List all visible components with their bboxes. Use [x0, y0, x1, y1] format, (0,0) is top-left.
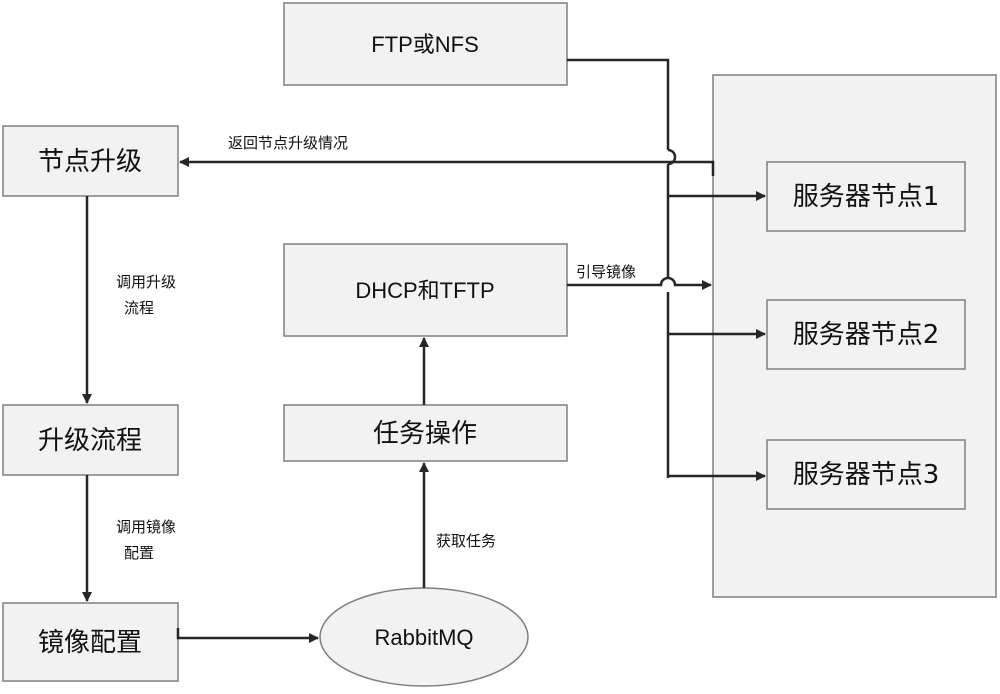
ftp-nfs-label: FTP或NFS	[371, 32, 479, 57]
server-node-2-label: 服务器节点2	[793, 320, 940, 350]
rabbitmq-ellipse: RabbitMQ	[319, 587, 529, 687]
rabbitmq-label: RabbitMQ	[374, 625, 473, 650]
task-operation-box: 任务操作	[283, 404, 568, 462]
node-upgrade-label: 节点升级	[38, 147, 142, 177]
ftp-nfs-box: FTP或NFS	[283, 2, 568, 86]
server-node-3-label: 服务器节点3	[793, 460, 940, 490]
image-config-box: 镜像配置	[2, 602, 179, 682]
server-node-1-box: 服务器节点1	[766, 161, 966, 232]
call-image-label-1: 调用镜像	[116, 518, 176, 536]
return-status-label: 返回节点升级情况	[228, 134, 348, 152]
server-node-1-label: 服务器节点1	[793, 182, 940, 212]
server-node-3-box: 服务器节点3	[766, 439, 966, 510]
dhcp-tftp-box: DHCP和TFTP	[283, 243, 568, 337]
upgrade-flow-box: 升级流程	[2, 404, 179, 476]
task-operation-label: 任务操作	[373, 419, 477, 449]
ftp-to-bus-line	[567, 58, 670, 150]
call-image-label-2: 配置	[124, 544, 154, 562]
return-status-arrow	[179, 157, 715, 176]
call-upgrade-label-2: 流程	[124, 299, 154, 317]
bus-hop-upper	[667, 148, 677, 166]
get-task-label: 获取任务	[436, 532, 496, 550]
upgrade-flow-label: 升级流程	[38, 426, 142, 456]
image-config-label: 镜像配置	[38, 628, 142, 658]
node-upgrade-box: 节点升级	[2, 125, 179, 197]
boot-image-arrow	[567, 276, 712, 290]
dhcp-tftp-label: DHCP和TFTP	[355, 278, 494, 303]
image-config-to-rabbitmq-arrow	[176, 628, 319, 643]
boot-image-label: 引导镜像	[576, 263, 636, 281]
call-upgrade-label-1: 调用升级	[116, 273, 176, 291]
server-node-2-box: 服务器节点2	[766, 299, 966, 370]
